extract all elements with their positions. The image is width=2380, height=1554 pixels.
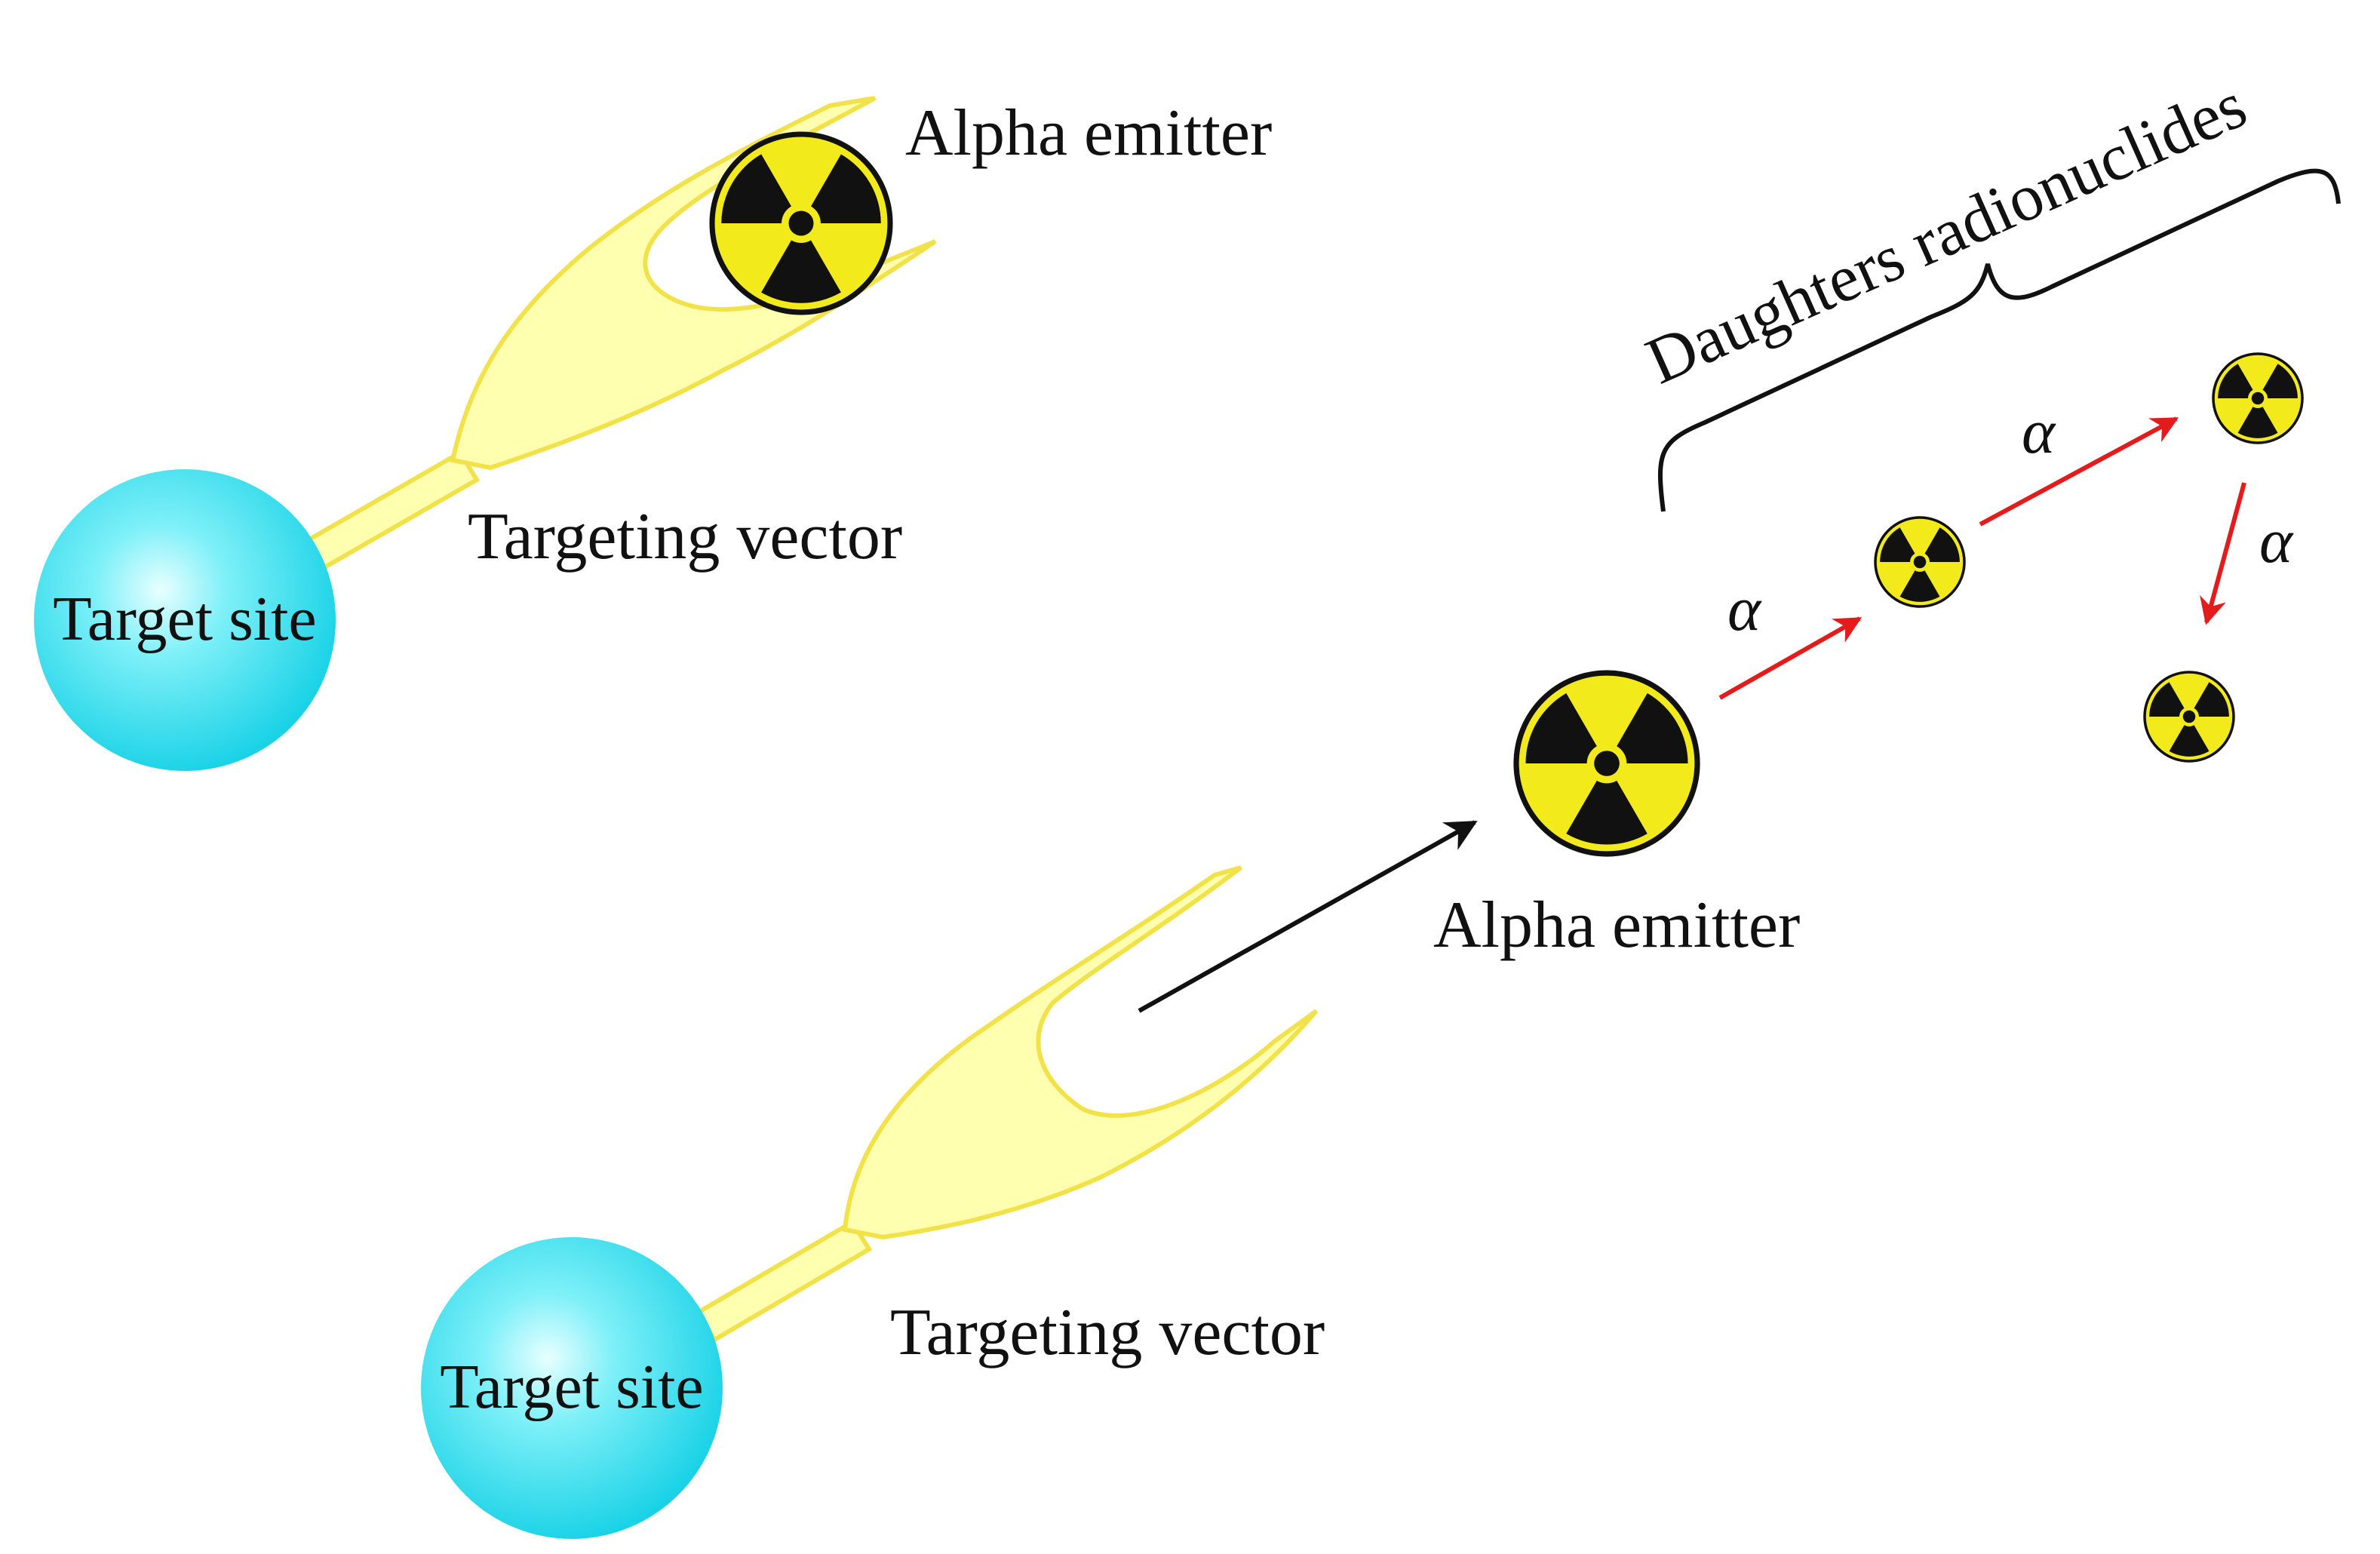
alpha-symbol-3: α <box>2259 506 2294 576</box>
decay-arrow-3 <box>2200 482 2246 625</box>
top-conjugate: Target site Alpha emitter Targeting vect… <box>34 96 1272 771</box>
bottom-targeting-vector-label: Targeting vector <box>890 1296 1325 1369</box>
top-vector-stem <box>302 449 481 573</box>
alpha-symbol-1: α <box>1727 574 1762 644</box>
release-arrow <box>1138 820 1478 1013</box>
bottom-vector-stem <box>694 1218 873 1344</box>
bottom-conjugate: Target site Targeting vector <box>421 865 1325 1539</box>
daughters-brace <box>1657 168 2341 512</box>
decay-arrow-1 <box>1718 616 1863 700</box>
top-target-site <box>34 469 336 771</box>
decay-arrow-2 <box>1979 416 2179 527</box>
top-targeting-vector <box>450 96 937 471</box>
top-target-site-label: Target site <box>53 584 316 654</box>
daughter-2-icon <box>2206 352 2304 452</box>
daughter-1-icon <box>1869 516 1966 616</box>
top-alpha-emitter-label: Alpha emitter <box>905 97 1272 170</box>
bottom-target-site-label: Target site <box>440 1352 703 1422</box>
bottom-target-site <box>421 1237 723 1539</box>
released-alpha-emitter-label: Alpha emitter <box>1433 889 1800 962</box>
alpha-symbol-2: α <box>2022 397 2056 467</box>
decay-chain: α α α <box>1718 352 2304 770</box>
daughter-3-icon <box>2138 671 2235 770</box>
released-alpha-emitter-icon <box>1506 673 1697 869</box>
bottom-targeting-vector <box>842 865 1319 1240</box>
top-targeting-vector-label: Targeting vector <box>468 500 902 573</box>
